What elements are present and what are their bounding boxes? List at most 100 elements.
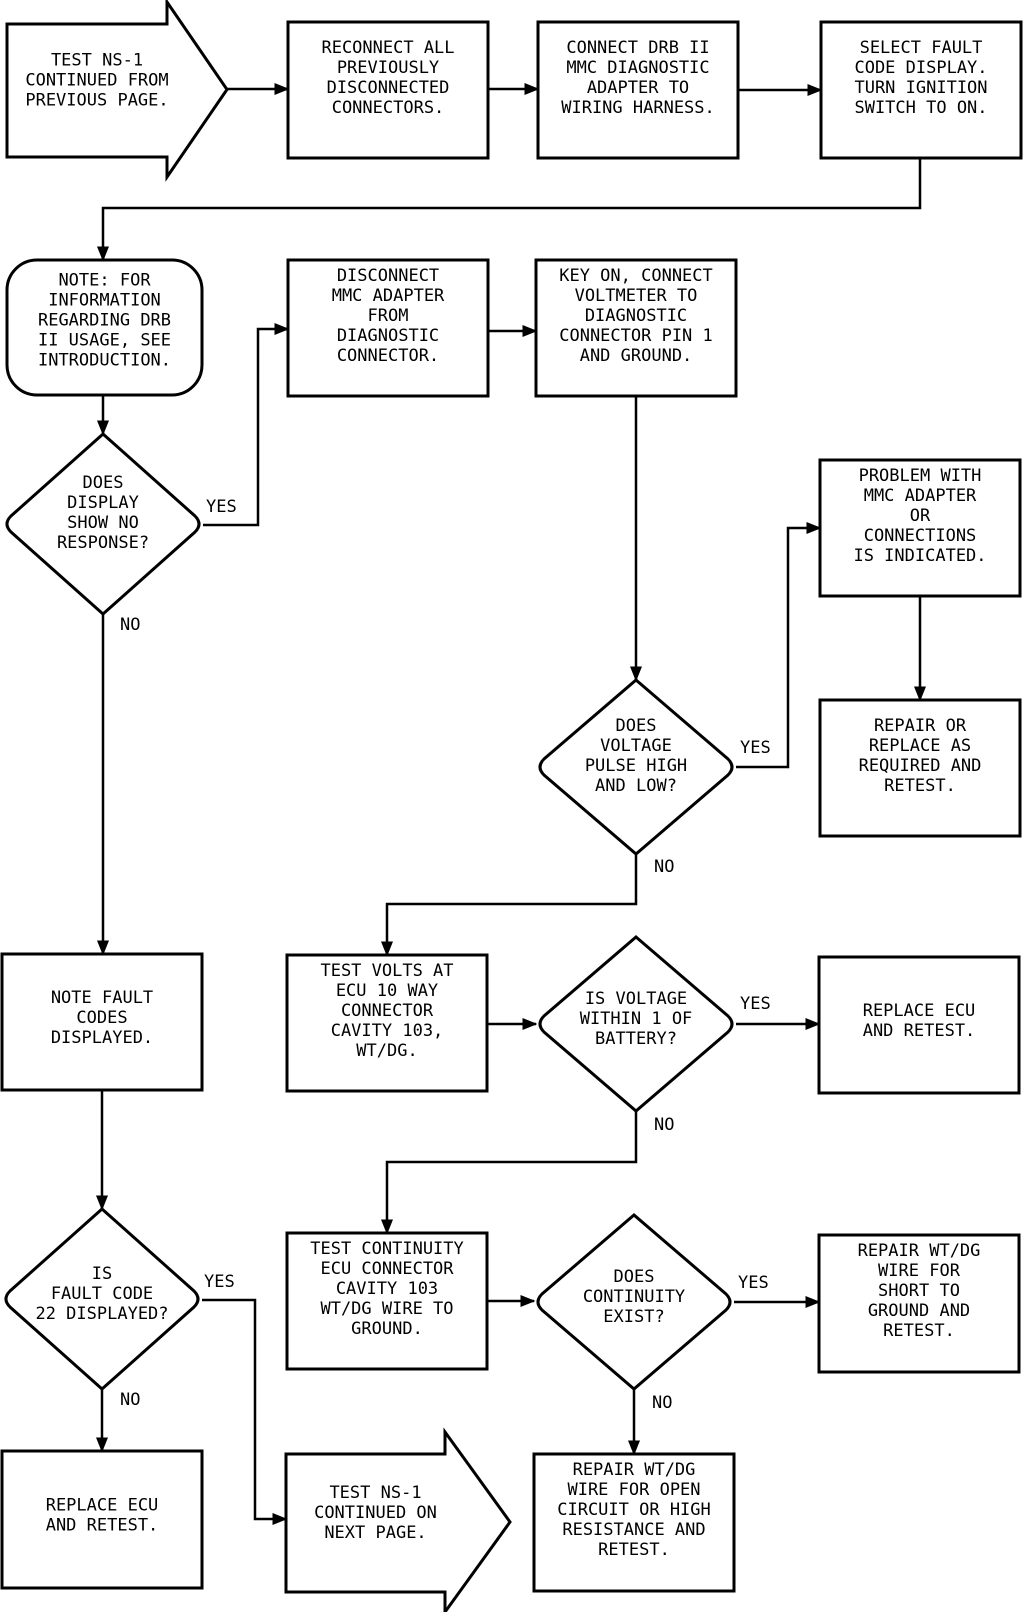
node-text-line: BATTERY? — [595, 1029, 677, 1049]
node-text-line: CIRCUIT OR HIGH — [557, 1500, 711, 1520]
node-text-line: PULSE HIGH — [585, 756, 687, 776]
node-text-line: OR — [910, 506, 931, 526]
node-text-line: ADAPTER TO — [587, 78, 689, 98]
decision-diamond — [4, 1206, 200, 1392]
offpage-connector-arrow — [284, 1427, 512, 1612]
node-text-line: SWITCH TO ON. — [854, 98, 987, 118]
node-text-line: CODES — [76, 1008, 127, 1028]
node-text-line: MMC DIAGNOSTIC — [566, 58, 709, 78]
process-box — [0, 952, 204, 1092]
decision-diamond — [538, 935, 734, 1113]
label-no-pulse: NO — [654, 857, 674, 877]
node-text-line: AND RETEST. — [863, 1021, 976, 1041]
edge-q-no-response-yes — [203, 323, 290, 527]
decision-diamond — [5, 431, 201, 617]
node-text-line: REPLACE AS — [869, 736, 971, 756]
decision-diamond — [536, 1213, 732, 1391]
node-text-line: NOTE FAULT — [51, 988, 153, 1008]
node-text-line: REQUIRED AND — [859, 756, 982, 776]
node-text-line: GROUND. — [351, 1319, 423, 1339]
node-text-line: DISPLAY — [67, 493, 139, 513]
node-text-line: WIRE FOR — [878, 1261, 961, 1281]
node-text-line: ECU 10 WAY — [336, 981, 438, 1001]
node-text-line: WT/DG. — [356, 1041, 417, 1061]
node-text-line: CONNECTOR — [341, 1001, 434, 1021]
node-text-line: KEY ON, CONNECT — [559, 266, 713, 286]
node-text-line: VOLTAGE — [600, 736, 672, 756]
node-text-line: WIRING HARNESS. — [561, 98, 715, 118]
node-text-line: FROM — [368, 306, 409, 326]
edge-q-pulse-yes — [736, 522, 822, 769]
label-yes-pulse: YES — [740, 738, 771, 758]
node-text-line: INTRODUCTION. — [38, 351, 171, 371]
node-text-line: AND RETEST. — [46, 1516, 159, 1536]
node-text-line: PREVIOUS PAGE. — [25, 91, 168, 111]
node-text-line: VOLTMETER TO — [575, 286, 698, 306]
process-box — [817, 955, 1021, 1095]
node-text-line: CONNECTOR. — [337, 346, 439, 366]
node-text-line: CONNECTIONS — [864, 526, 977, 546]
node-text-line: REPAIR OR — [874, 716, 967, 736]
node-text-line: AND GROUND. — [580, 346, 693, 366]
label-yes-continuity: YES — [738, 1273, 769, 1293]
node-text-line: IS INDICATED. — [853, 546, 986, 566]
process-box — [818, 698, 1022, 838]
node-text-line: REPLACE ECU — [46, 1496, 159, 1516]
node-text-line: SHORT TO — [878, 1281, 960, 1301]
node-text-line: CONTINUITY — [583, 1287, 685, 1307]
decision-diamond — [538, 678, 734, 856]
edges — [96, 83, 926, 1525]
label-yes-within: YES — [740, 994, 771, 1014]
node-text-line: EXIST? — [603, 1307, 664, 1327]
label-yes-no-response: YES — [206, 497, 237, 517]
node-text-line: SELECT FAULT — [860, 38, 983, 58]
note-box — [5, 258, 204, 397]
process-box — [0, 1449, 204, 1590]
label-no-continuity: NO — [652, 1393, 672, 1413]
process-box — [819, 20, 1023, 160]
node-text-line: TEST NS-1 — [329, 1483, 421, 1503]
node-text-line: SHOW NO — [67, 513, 139, 533]
process-box — [286, 258, 490, 398]
process-box — [536, 20, 740, 160]
node-text-line: TURN IGNITION — [854, 78, 987, 98]
node-text-line: CONNECTOR PIN 1 — [559, 326, 713, 346]
label-no-no-response: NO — [120, 615, 140, 635]
node-text-line: II USAGE, SEE — [38, 331, 171, 351]
edge-q-pulse-no — [381, 854, 638, 957]
node-text-line: REPLACE ECU — [863, 1001, 976, 1021]
node-text-line: GROUND AND — [868, 1301, 970, 1321]
label-no-within: NO — [654, 1115, 674, 1135]
node-text-line: RETEST. — [598, 1540, 670, 1560]
node-text-line: DISCONNECT — [337, 266, 439, 286]
process-box — [534, 258, 738, 398]
node-text-line: WT/DG WIRE TO — [320, 1299, 453, 1319]
node-text-line: CONTINUED FROM — [25, 71, 168, 91]
edge-q-code22-yes — [202, 1298, 288, 1525]
edge-q-within-no — [381, 1111, 638, 1235]
node-text-line: MMC ADAPTER — [332, 286, 445, 306]
process-box — [817, 1233, 1021, 1374]
offpage-connector-arrow — [5, 0, 229, 182]
process-box — [285, 1231, 489, 1371]
node-text-line: TEST CONTINUITY — [310, 1239, 464, 1259]
node-text-line: DISPLAYED. — [51, 1028, 153, 1048]
